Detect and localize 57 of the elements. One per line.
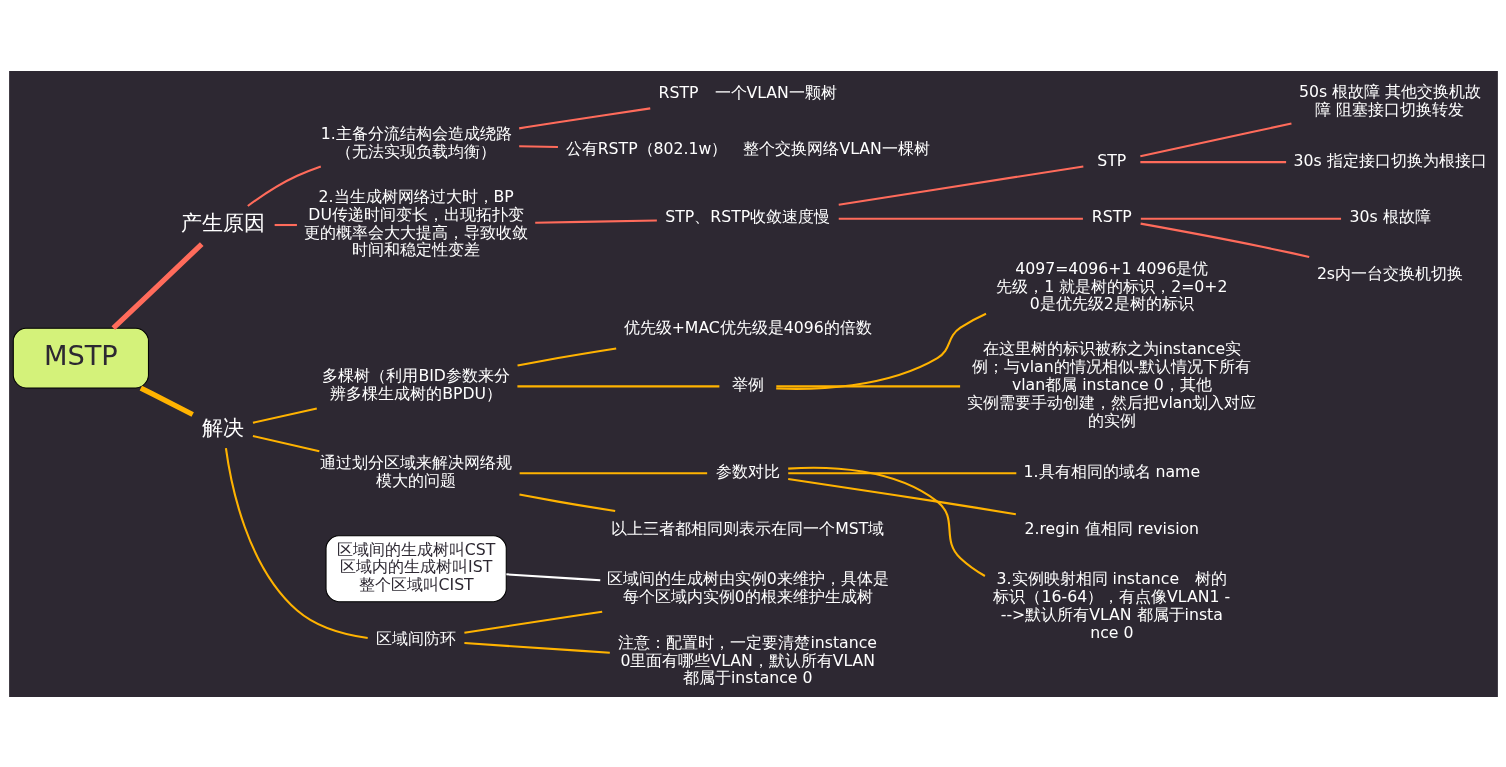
connector bbox=[111, 241, 204, 330]
node-text: 解决 bbox=[201, 415, 244, 440]
node-text: 公有RSTP（802.1w） 整个交换网络VLAN一棵树 bbox=[565, 138, 930, 158]
connector bbox=[1139, 122, 1292, 157]
node-text: 产生原因 bbox=[180, 210, 265, 235]
node-text: RSTP bbox=[1091, 206, 1132, 226]
connector bbox=[534, 218, 657, 224]
connector bbox=[516, 384, 719, 387]
connector bbox=[518, 144, 558, 148]
connector bbox=[224, 447, 368, 639]
connector bbox=[252, 406, 317, 424]
connector bbox=[838, 164, 1083, 206]
node-text: 1.主备分流结构会造成绕路（无法实现负载均衡） bbox=[320, 123, 512, 161]
connector bbox=[518, 492, 615, 512]
connector bbox=[518, 106, 650, 129]
connector bbox=[519, 471, 707, 474]
connector bbox=[463, 610, 602, 634]
node-text: 50s 根故障 其他交换机故障 阻塞接口切换转发 bbox=[1298, 81, 1481, 119]
connector bbox=[1139, 160, 1286, 163]
node-text: 注意：配置时，一定要清楚instance0里面有哪些VLAN，默认所有VLAN 都属于instance 0 bbox=[617, 632, 877, 687]
node-text: 3.实例映射相同 instance 树的标识（16-64），有点像VLAN1 --->默认所有VLAN 都属于instance 0 bbox=[993, 568, 1230, 642]
node-text: 2.当生成树网络过大时，BPDU传递时间变长，出现拓扑变更的概率会大大提高，导致收敛时间和稳定性变差 bbox=[303, 186, 528, 259]
node-text: 在这里树的标识被称之为instance实例；与vlan的情况相似-默认情况下所有vlan都属 instance 0，其他实例需要手动创建，然后把vlan划入对应的实例 bbox=[966, 338, 1256, 430]
node-text: RSTP 一个VLAN一颗树 bbox=[658, 82, 837, 102]
node-box: 区域间的生成树叫CST 区域内的生成树叫IST 整个区域叫CIST bbox=[325, 534, 507, 602]
connector bbox=[516, 346, 616, 367]
node-text: 30s 根故障 bbox=[1348, 206, 1431, 226]
connector bbox=[787, 471, 1016, 474]
node-text: 30s 指定接口切换为根接口 bbox=[1292, 150, 1487, 170]
connector bbox=[787, 466, 985, 577]
connector bbox=[787, 477, 1016, 515]
connector bbox=[838, 217, 1083, 220]
connector bbox=[274, 223, 297, 226]
connector bbox=[246, 164, 321, 207]
node-box: MSTP bbox=[12, 327, 149, 388]
node-text: 优先级+MAC优先级是4096的倍数 bbox=[623, 317, 872, 337]
node-text: 2s内一台交换机切换 bbox=[1316, 263, 1463, 283]
node-text: 以上三者都相同则表示在同一个MST域 bbox=[610, 518, 884, 538]
node-text: STP bbox=[1096, 150, 1126, 170]
node-text: 参数对比 bbox=[715, 461, 780, 481]
connector bbox=[1140, 217, 1341, 220]
node-text: 举例 bbox=[731, 374, 764, 394]
connector bbox=[1139, 222, 1309, 258]
connector bbox=[463, 641, 610, 654]
node-text: 通过划分区域来解决网络规模大的问题 bbox=[319, 452, 512, 490]
node-text: 区域间防环 bbox=[375, 628, 456, 648]
node-text: 2.regin 值相同 revision bbox=[1024, 518, 1199, 538]
node-text: 区域间的生成树由实例0来维护，具体是每个区域内实例0的根来维护生成树 bbox=[606, 568, 889, 606]
node-text: 1.具有相同的域名 name bbox=[1023, 461, 1200, 481]
connector bbox=[139, 385, 194, 417]
node-text: 多棵树（利用BID参数来分辨多棵生成树的BPDU） bbox=[321, 365, 510, 403]
connector bbox=[505, 572, 600, 581]
connector bbox=[775, 312, 986, 390]
node-text: 4097=4096+1 4096是优先级，1 就是树的标识，2=0+2 0是优先级2是树的标识 bbox=[995, 258, 1227, 313]
node-text: STP、RSTP收敛速度慢 bbox=[664, 206, 830, 226]
connector bbox=[252, 434, 320, 452]
connector bbox=[775, 384, 960, 387]
